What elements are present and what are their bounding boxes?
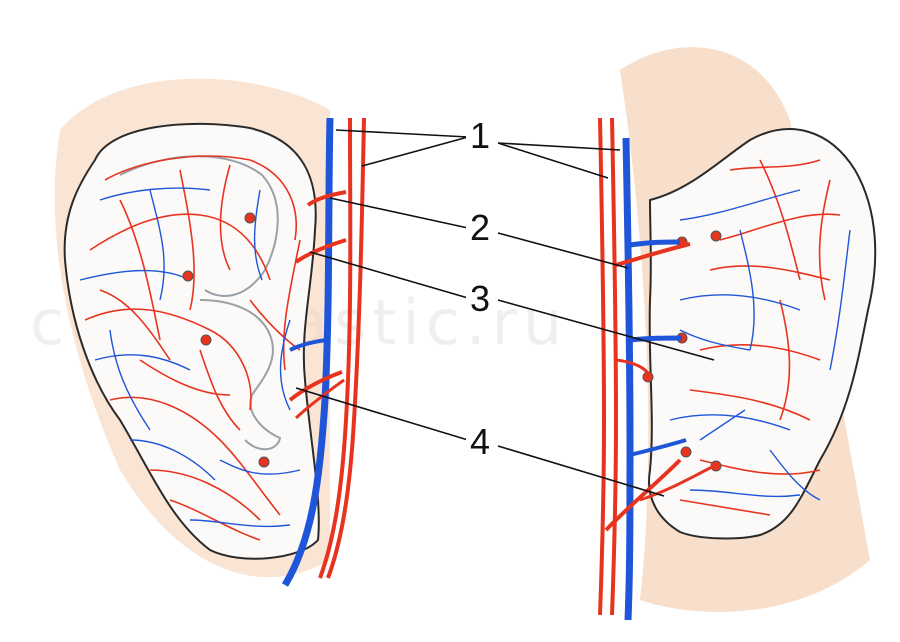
right-branch-2-artery bbox=[615, 242, 691, 267]
label-3: 3 bbox=[466, 281, 495, 317]
leader-4-right bbox=[497, 445, 665, 497]
right-branch-4-artery-b bbox=[639, 464, 715, 502]
left-ear-arteries bbox=[84, 155, 301, 541]
left-branch-vein bbox=[289, 338, 327, 352]
leader-2-left bbox=[329, 197, 469, 229]
right-branch-3-artery bbox=[615, 358, 650, 378]
leader-3-left bbox=[309, 251, 469, 299]
right-artery-trunk-b bbox=[610, 117, 619, 616]
right-vein-trunk bbox=[622, 137, 634, 621]
left-branch-4-artery-b bbox=[294, 378, 345, 420]
left-artery-trunk-b bbox=[326, 117, 366, 579]
right-branch-3-vein bbox=[629, 335, 683, 343]
right-ear-veins bbox=[669, 189, 851, 501]
right-branch-4-artery bbox=[604, 458, 682, 532]
leader-lines bbox=[295, 129, 715, 497]
left-ear bbox=[63, 122, 320, 560]
left-vein-trunk bbox=[281, 117, 334, 587]
leader-1-right-b bbox=[497, 142, 609, 179]
leader-3-right bbox=[497, 299, 715, 361]
right-branch-lower-vein bbox=[629, 438, 687, 457]
left-ear-veins bbox=[79, 187, 301, 528]
right-artery-trunk-a bbox=[598, 117, 607, 616]
left-branch-3-artery bbox=[294, 238, 347, 264]
right-main-vessels bbox=[598, 117, 715, 621]
right-ear bbox=[642, 128, 877, 540]
left-ear-concha bbox=[199, 299, 282, 451]
left-branch-2-artery bbox=[306, 190, 347, 207]
label-1: 1 bbox=[466, 118, 495, 154]
leader-4-left bbox=[295, 387, 469, 441]
left-branch-4-artery bbox=[288, 370, 343, 402]
left-main-vessels bbox=[281, 117, 366, 587]
label-4: 4 bbox=[466, 424, 495, 460]
leader-1-left-a bbox=[335, 129, 469, 138]
label-2: 2 bbox=[466, 210, 495, 246]
left-artery-trunk-a bbox=[318, 117, 353, 579]
leader-1-left-b bbox=[361, 136, 469, 167]
leader-1-right-a bbox=[497, 142, 621, 151]
right-branch-2-vein bbox=[629, 239, 681, 248]
leader-2-right bbox=[497, 232, 629, 269]
left-ear-perforators bbox=[182, 212, 270, 468]
